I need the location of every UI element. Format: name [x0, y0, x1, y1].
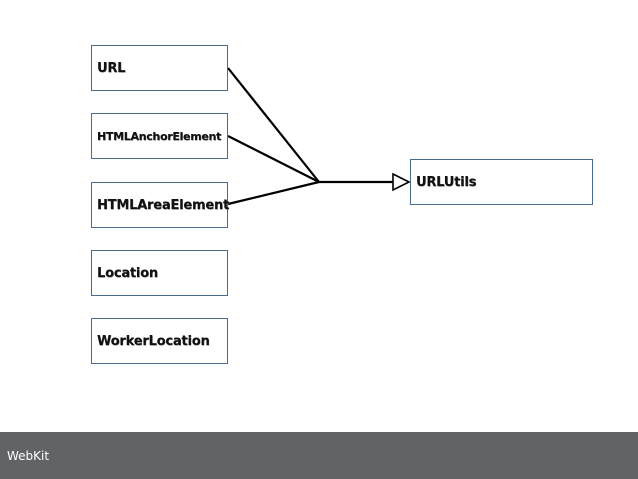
- footer-brand-label: WebKit: [7, 448, 50, 463]
- class-label-htmlanchorelement: HTMLAnchorElement: [97, 129, 221, 143]
- interface-label-urlutils: URLUtils: [416, 174, 477, 190]
- class-box-location: Location: [91, 250, 228, 296]
- edge-htmlareaelement-to-urlutils: [227, 180, 320, 206]
- class-box-htmlareaelement: HTMLAreaElement: [91, 182, 230, 228]
- class-label-workerlocation: WorkerLocation: [97, 333, 210, 349]
- interface-box-urlutils: URLUtils: [410, 159, 593, 205]
- footer-bar: WebKit: [0, 432, 638, 479]
- class-label-htmlareaelement: HTMLAreaElement: [97, 197, 230, 213]
- class-label-url: URL: [97, 60, 126, 76]
- edge-url-to-urlutils: [227, 67, 320, 183]
- class-box-url: URL: [91, 45, 228, 91]
- class-box-workerlocation: WorkerLocation: [91, 318, 228, 364]
- class-box-htmlanchorelement: HTMLAnchorElement: [91, 113, 228, 159]
- inheritance-arrowhead: [392, 172, 411, 192]
- class-label-location: Location: [97, 265, 158, 281]
- edge-htmlanchorelement-to-urlutils: [227, 135, 320, 183]
